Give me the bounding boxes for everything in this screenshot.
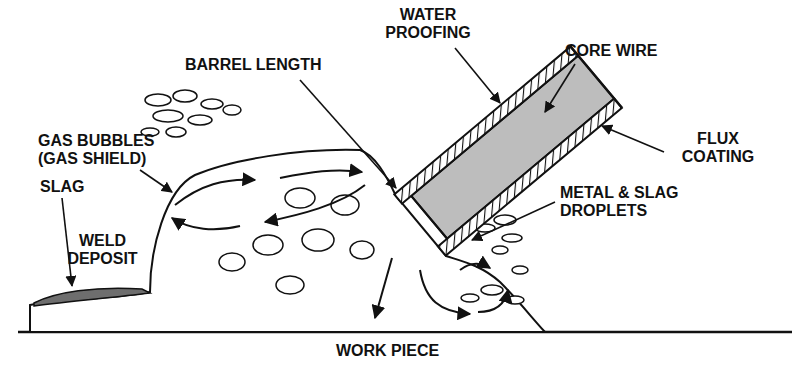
electrode xyxy=(394,47,622,256)
part-label: CORE WIRE xyxy=(565,42,657,60)
bubble xyxy=(461,294,479,302)
part-label: WATER PROOFING xyxy=(378,6,478,42)
bubble xyxy=(276,276,304,294)
bubble xyxy=(302,229,334,251)
part-label: METAL & SLAG DROPLETS xyxy=(560,184,700,220)
part-label: GAS BUBBLES (GAS SHIELD) xyxy=(38,132,170,168)
part-label: FLUX COATING xyxy=(668,130,768,166)
bubble xyxy=(223,105,241,115)
leader-lines xyxy=(62,48,664,286)
bubble xyxy=(492,246,508,254)
bubble xyxy=(145,94,171,106)
bubble xyxy=(350,241,374,259)
bubble xyxy=(173,90,197,102)
bubble xyxy=(188,115,212,125)
part-label: SLAG xyxy=(40,178,84,196)
bubble xyxy=(502,234,522,242)
part-label: WORK PIECE xyxy=(336,342,439,360)
bubble xyxy=(153,110,183,122)
flux-coating xyxy=(438,99,622,256)
part-label: BARREL LENGTH xyxy=(185,56,322,74)
slag-layer xyxy=(34,288,150,306)
bubble xyxy=(494,215,516,225)
bubble xyxy=(481,285,503,295)
bubble xyxy=(166,127,186,137)
bubble xyxy=(506,296,524,304)
bubble xyxy=(512,266,528,274)
bubble xyxy=(285,188,315,208)
flux-coating xyxy=(394,47,578,204)
bubble xyxy=(253,235,283,255)
part-label: WELD DEPOSIT xyxy=(60,232,145,268)
bubble xyxy=(219,253,245,271)
bubble xyxy=(201,99,223,109)
